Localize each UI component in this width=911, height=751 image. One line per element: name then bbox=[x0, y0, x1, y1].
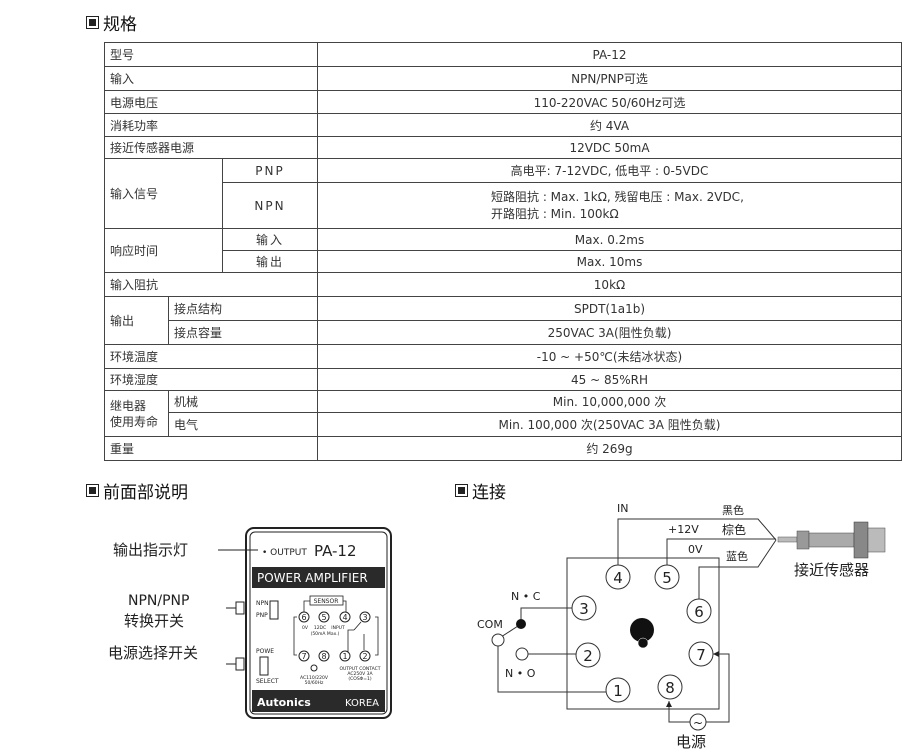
svg-text:+12V: +12V bbox=[668, 523, 699, 536]
svg-text:Autonics: Autonics bbox=[257, 696, 311, 709]
svg-text:PNP: PNP bbox=[256, 612, 268, 619]
svg-text:电源: 电源 bbox=[676, 733, 706, 751]
svg-text:接近传感器: 接近传感器 bbox=[794, 561, 869, 579]
svg-text:INPUT: INPUT bbox=[331, 625, 345, 631]
svg-text:4: 4 bbox=[613, 569, 623, 587]
svg-text:8: 8 bbox=[321, 652, 326, 661]
svg-text:IN: IN bbox=[617, 502, 628, 515]
svg-text:SELECT: SELECT bbox=[256, 678, 279, 685]
svg-text:8: 8 bbox=[665, 679, 675, 697]
svg-text:7: 7 bbox=[301, 652, 306, 661]
svg-text:N • O: N • O bbox=[505, 667, 536, 680]
svg-text:(50mA Max.): (50mA Max.) bbox=[311, 631, 340, 637]
connection-heading: 连接 bbox=[455, 478, 506, 503]
svg-text:2: 2 bbox=[362, 652, 367, 661]
table-row: 环境温度-10 ~ +50℃(未结冰状态) bbox=[104, 344, 902, 369]
proximity-sensor-icon bbox=[777, 521, 886, 559]
spec-heading: 规格 bbox=[86, 10, 137, 35]
svg-text:OUTPUT CONTACT: OUTPUT CONTACT bbox=[339, 666, 380, 672]
svg-text:棕色: 棕色 bbox=[722, 522, 746, 537]
svg-text:转换开关: 转换开关 bbox=[124, 612, 184, 630]
terminal-pins: 4 5 6 3 2 7 1 8 bbox=[571, 564, 714, 703]
svg-text:NPN: NPN bbox=[256, 600, 269, 607]
svg-text:• OUTPUT: • OUTPUT bbox=[262, 548, 307, 558]
svg-text:3: 3 bbox=[579, 600, 589, 618]
svg-text:6: 6 bbox=[301, 613, 306, 622]
svg-text:7: 7 bbox=[696, 646, 706, 664]
svg-text:蓝色: 蓝色 bbox=[726, 549, 748, 563]
svg-text:COM: COM bbox=[477, 618, 503, 631]
front-heading: 前面部说明 bbox=[86, 478, 188, 503]
svg-text:(COSΦ=1): (COSΦ=1) bbox=[348, 676, 371, 682]
svg-text:N • C: N • C bbox=[511, 590, 541, 603]
svg-text:POWE: POWE bbox=[256, 648, 274, 655]
svg-text:~: ~ bbox=[693, 716, 703, 730]
svg-text:电源选择开关: 电源选择开关 bbox=[108, 644, 198, 662]
svg-text:3: 3 bbox=[362, 613, 367, 622]
svg-text:黑色: 黑色 bbox=[722, 503, 744, 517]
svg-text:KOREA: KOREA bbox=[345, 698, 379, 709]
table-row: 消耗功率约 4VA bbox=[104, 113, 902, 137]
svg-text:输出指示灯: 输出指示灯 bbox=[113, 541, 188, 559]
svg-text:1: 1 bbox=[613, 682, 623, 700]
npn-pnp-switch[interactable] bbox=[269, 600, 279, 620]
square-bullet-icon bbox=[455, 484, 468, 497]
svg-text:SENSOR: SENSOR bbox=[314, 598, 339, 605]
svg-text:1: 1 bbox=[342, 652, 347, 661]
svg-text:6: 6 bbox=[694, 603, 704, 621]
svg-text:5: 5 bbox=[662, 569, 672, 587]
svg-text:12DC: 12DC bbox=[314, 625, 326, 631]
square-bullet-icon bbox=[86, 16, 99, 29]
square-bullet-icon bbox=[86, 484, 99, 497]
svg-text:5: 5 bbox=[321, 613, 326, 622]
power-select-switch[interactable] bbox=[259, 656, 269, 676]
svg-text:0V: 0V bbox=[302, 625, 309, 631]
svg-text:POWER AMPLIFIER: POWER AMPLIFIER bbox=[257, 571, 368, 585]
table-row: 重量约 269g bbox=[104, 436, 902, 461]
svg-text:NPN/PNP: NPN/PNP bbox=[128, 593, 189, 609]
svg-text:50/60Hz: 50/60Hz bbox=[305, 680, 324, 686]
svg-text:2: 2 bbox=[583, 647, 593, 665]
svg-text:PA-12: PA-12 bbox=[314, 542, 357, 560]
svg-text:4: 4 bbox=[342, 613, 347, 622]
svg-text:0V: 0V bbox=[688, 543, 703, 556]
svg-text:AC110/220V: AC110/220V bbox=[300, 675, 329, 681]
svg-text:AC250V 3A: AC250V 3A bbox=[347, 671, 373, 677]
